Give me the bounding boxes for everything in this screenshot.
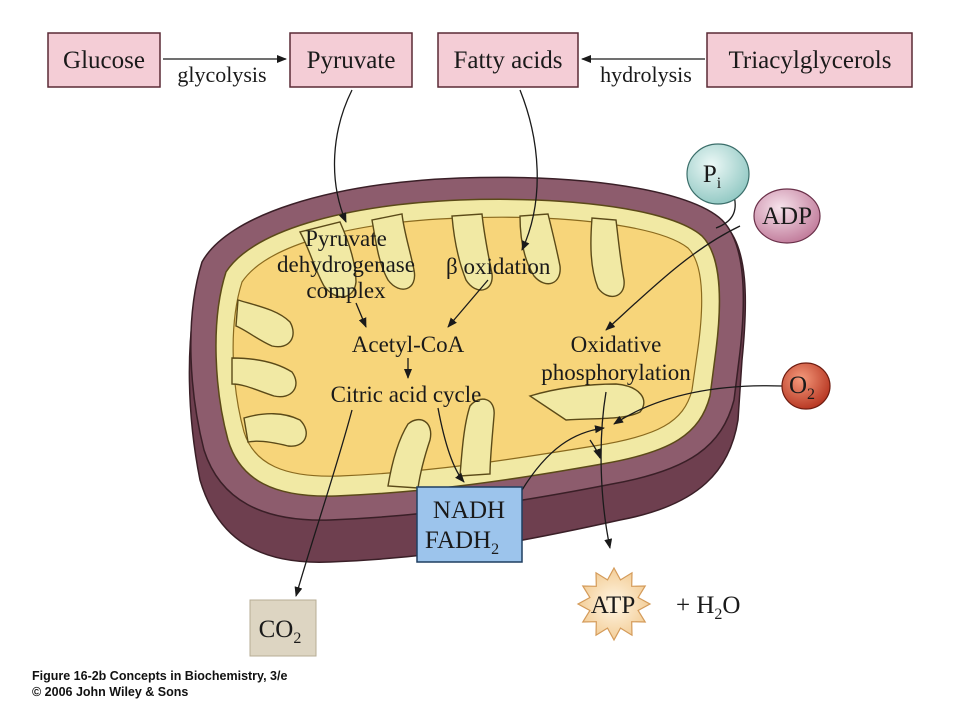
nadh-to-oxphos-arrow [521,425,605,491]
oxphos-label-line1: Oxidative [571,332,662,357]
o2-main: O [789,372,807,399]
fadh2-subscript: 2 [491,541,499,558]
cycle-to-nadh-arrow [437,407,465,483]
citric-acid-cycle-label: Citric acid cycle [331,382,482,407]
co2-label: CO2 [259,616,302,647]
oxphos-label-line2: phosphorylation [541,360,691,385]
pdh-label-line2: dehydrogenase [277,252,415,277]
mitochondrion [188,176,747,563]
nadh-label: NADH [433,497,505,524]
pi-subscript: i [717,175,722,192]
adp-circle: ADP [753,188,821,244]
fadh2-label: FADH2 [425,527,499,558]
pi-main: P [703,161,717,188]
o2-label: O2 [789,372,815,403]
fadh2-main: FADH [425,527,491,554]
pi-label: Pi [703,161,722,192]
glucose-label: Glucose [63,47,145,74]
figure-caption: Figure 16-2b Concepts in Biochemistry, 3… [32,669,287,683]
adp-label: ADP [762,203,812,230]
glucose-box: Glucose [47,32,161,88]
pyruvate-box: Pyruvate [289,32,413,88]
glycolysis-label: glycolysis [177,62,266,87]
beta-ox-to-acetyl-arrow [447,279,489,328]
oxphos-to-atp-arrow [600,391,613,549]
co2-main: CO [259,616,294,643]
water-arrow [589,439,601,459]
cristae [231,213,645,489]
cycle-to-co2-arrow [294,409,353,597]
o2-subscript: 2 [807,386,815,403]
co2-box: CO2 [249,599,317,657]
triacylglycerols-box: Triacylglycerols [706,32,913,88]
beta-symbol: β [446,254,458,279]
pyruvate-label: Pyruvate [307,47,396,74]
water-subscript: 2 [714,606,722,623]
triacylglycerols-label: Triacylglycerols [729,47,892,74]
beta-oxidation-label: β oxidation [446,254,551,279]
water-prefix: + H [676,592,714,619]
copyright-caption: © 2006 John Wiley & Sons [32,685,188,699]
pdh-label-line3: complex [306,278,386,303]
adp-arrow [605,225,741,331]
pyruvate-entry-arrow [333,89,353,223]
water-label: + H2O [676,592,740,623]
nadh-fadh2-box: NADH FADH2 [416,486,523,563]
fatty-acid-entry-arrow [519,89,538,251]
fatty-acids-box: Fatty acids [437,32,579,88]
o2-circle: O2 [781,362,831,410]
atp-star-shape [576,566,652,642]
atp-starburst: ATP [576,566,652,642]
atp-label: ATP [591,592,635,619]
pdh-to-acetyl-arrow [355,302,367,328]
pi-circle: Pi [686,143,750,205]
co2-subscript: 2 [293,630,301,647]
acetyl-coa-label: Acetyl-CoA [352,332,465,357]
water-suffix: O [722,592,740,619]
hydrolysis-label: hydrolysis [600,62,692,87]
pdh-label-line1: Pyruvate [305,226,387,251]
fatty-acids-label: Fatty acids [453,47,562,74]
o2-arrow [613,385,783,425]
beta-oxidation-text: oxidation [458,254,551,279]
